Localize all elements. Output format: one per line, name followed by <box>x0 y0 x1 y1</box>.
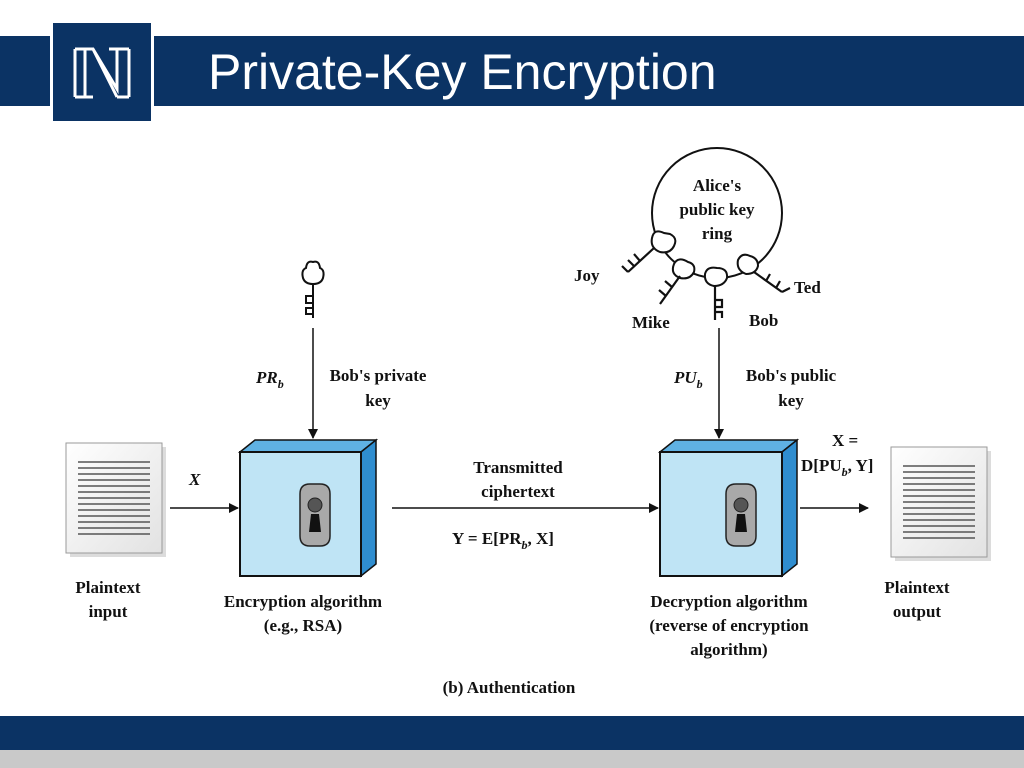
slide-title: Private-Key Encryption <box>208 44 717 100</box>
plaintext-output-label-2: output <box>893 602 942 621</box>
decryption-label-2: (reverse of encryption <box>649 616 809 635</box>
footer-bar <box>0 716 1024 750</box>
private-key-symbol-text: PRb <box>255 368 284 391</box>
public-key-label-1: Bob's public <box>746 366 837 385</box>
key-ring-label-3: ring <box>702 224 733 243</box>
encryption-label-1: Encryption algorithm <box>224 592 382 611</box>
plaintext-output-label-1: Plaintext <box>884 578 949 597</box>
encryption-label-2: (e.g., RSA) <box>264 616 342 635</box>
cipher-formula: Y = E[PRb, X] <box>452 529 554 552</box>
key-ring-label-1: Alice's <box>693 176 742 195</box>
public-key-label-2: key <box>778 391 804 410</box>
key-ring-label-2: public key <box>679 200 755 219</box>
decryption-label-3: algorithm) <box>690 640 767 659</box>
ring-name-bob: Bob <box>749 311 778 330</box>
mike-key <box>658 275 681 305</box>
joy-key <box>621 247 655 273</box>
plaintext-output-document <box>890 446 991 561</box>
transmitted-label-2: ciphertext <box>481 482 555 501</box>
ring-name-mike: Mike <box>632 313 670 332</box>
title-bar <box>0 36 1024 106</box>
padlock-icon <box>299 483 331 547</box>
encryption-algorithm-box <box>237 438 379 578</box>
padlock-icon <box>725 483 757 547</box>
university-logo <box>50 20 154 124</box>
x-output-formula: D[PUb, Y] <box>801 456 873 479</box>
decryption-label-1: Decryption algorithm <box>650 592 807 611</box>
x-output-label-1: X = <box>832 431 858 450</box>
bob-key <box>713 286 724 320</box>
x-input-label: X <box>188 470 201 489</box>
plaintext-input-label-2: input <box>89 602 128 621</box>
authentication-diagram: Alice's public key ring Joy Mike Bob Ted… <box>65 147 991 697</box>
plaintext-input-document <box>65 442 166 557</box>
footer-strip <box>0 750 1024 768</box>
public-key-symbol-text: PUb <box>673 368 703 391</box>
decryption-algorithm-box <box>657 438 800 578</box>
diagram-caption: (b) Authentication <box>443 678 576 697</box>
ted-key <box>753 271 791 293</box>
transmitted-label-1: Transmitted <box>473 458 563 477</box>
private-key-label-2: key <box>365 391 391 410</box>
ring-name-ted: Ted <box>794 278 821 297</box>
plaintext-input-label-1: Plaintext <box>75 578 140 597</box>
ring-name-joy: Joy <box>574 266 600 285</box>
key-ring <box>621 147 791 320</box>
private-key-label-1: Bob's private <box>330 366 427 385</box>
private-key-icon <box>301 260 325 318</box>
